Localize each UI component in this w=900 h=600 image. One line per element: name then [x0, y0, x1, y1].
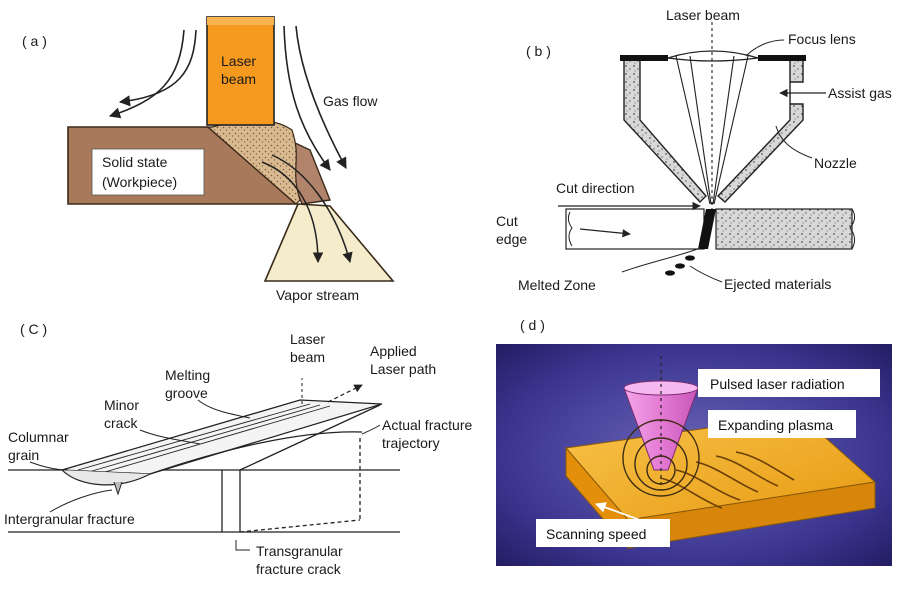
expanding-plasma-label: Expanding plasma — [718, 417, 833, 433]
ejected-materials-label: Ejected materials — [724, 276, 831, 292]
fracture-trajectory — [149, 431, 363, 475]
laser-beam-c-line1: Laser — [290, 331, 325, 347]
columnar-grain-line1: Columnar — [8, 429, 69, 445]
assist-gas-label: Assist gas — [828, 85, 892, 101]
vapor-stream-shape — [263, 203, 395, 282]
laser-beam-b-label: Laser beam — [666, 7, 740, 23]
melting-groove-shape — [61, 399, 383, 475]
gas-flow-arrows — [108, 25, 347, 171]
melted-zone-shape — [698, 209, 716, 249]
applied-laser-path-line1: Applied — [370, 343, 417, 359]
gas-flow-label: Gas flow — [323, 93, 378, 109]
transgranular-line2: fracture crack — [256, 561, 342, 577]
focus-lens-label: Focus lens — [788, 31, 856, 47]
solid-state-line1: Solid state — [102, 154, 168, 170]
laser-beam-a-line2: beam — [221, 71, 256, 87]
solid-state-box — [91, 148, 205, 196]
cut-edge-line2: edge — [496, 231, 527, 247]
panel-c-label: ( C ) — [20, 321, 47, 337]
cut-edge-arrow — [579, 228, 631, 238]
panel-c: ( C ) Laser — [4, 321, 472, 577]
melting-groove-line2: groove — [165, 385, 208, 401]
applied-laser-path-line2: Laser path — [370, 361, 436, 377]
scanning-speed-arrow — [594, 502, 641, 521]
transgranular-line1: Transgranular — [256, 543, 343, 559]
melting-groove-line1: Melting — [165, 367, 210, 383]
pulsed-laser-box — [698, 369, 880, 397]
panel-a-label: ( a ) — [22, 33, 47, 49]
applied-path-arrow — [327, 384, 363, 403]
panel-d-label: ( d ) — [520, 317, 545, 333]
focus-lens — [667, 50, 759, 62]
panel-c-leaders — [29, 399, 381, 551]
cut-edge-workpiece — [565, 208, 705, 250]
panel-d: ( d ) Pulsed laser radiation Expanding p — [496, 317, 892, 566]
actual-fracture-line1: Actual fracture — [382, 417, 472, 433]
panel-b-label: ( b ) — [526, 43, 551, 59]
cut-edge-line1: Cut — [496, 213, 518, 229]
laser-beam-a — [206, 16, 275, 126]
columnar-grain-line2: grain — [8, 447, 39, 463]
panel-b: ( b ) — [496, 7, 892, 293]
laser-beam-b — [675, 22, 749, 210]
scan-grooves — [659, 451, 795, 509]
panel-a: ( a ) Laser beam Solid state (Workpiece) — [22, 16, 395, 303]
solid-state-line2: (Workpiece) — [102, 174, 177, 190]
expanding-plasma-circles — [622, 419, 700, 497]
ejected-materials-dots — [665, 255, 695, 276]
intergranular-label: Intergranular fracture — [4, 511, 135, 527]
scanning-speed-box — [536, 519, 670, 547]
vapor-stream-label: Vapor stream — [276, 287, 359, 303]
melted-zone-label: Melted Zone — [518, 277, 596, 293]
laser-beam-c-line2: beam — [290, 349, 325, 365]
uncut-workpiece — [715, 208, 853, 250]
lens-mount-right — [758, 55, 806, 61]
pulsed-laser-label: Pulsed laser radiation — [710, 376, 845, 392]
nozzle-right-wall — [716, 59, 804, 203]
groove-bottom — [61, 469, 151, 486]
scanning-speed-label: Scanning speed — [546, 526, 646, 542]
panel-b-leaders — [621, 39, 813, 283]
laser-beam-a-line1: Laser — [221, 53, 256, 69]
vapor-flow-arrows — [261, 154, 353, 264]
minor-crack-line2: crack — [104, 415, 138, 431]
lens-mount-left — [620, 55, 668, 61]
nozzle-label: Nozzle — [814, 155, 857, 171]
minor-crack-line1: Minor — [104, 397, 139, 413]
cut-direction-label: Cut direction — [556, 180, 635, 196]
expanding-plasma-box — [708, 410, 856, 438]
actual-fracture-line2: trajectory — [382, 435, 440, 451]
